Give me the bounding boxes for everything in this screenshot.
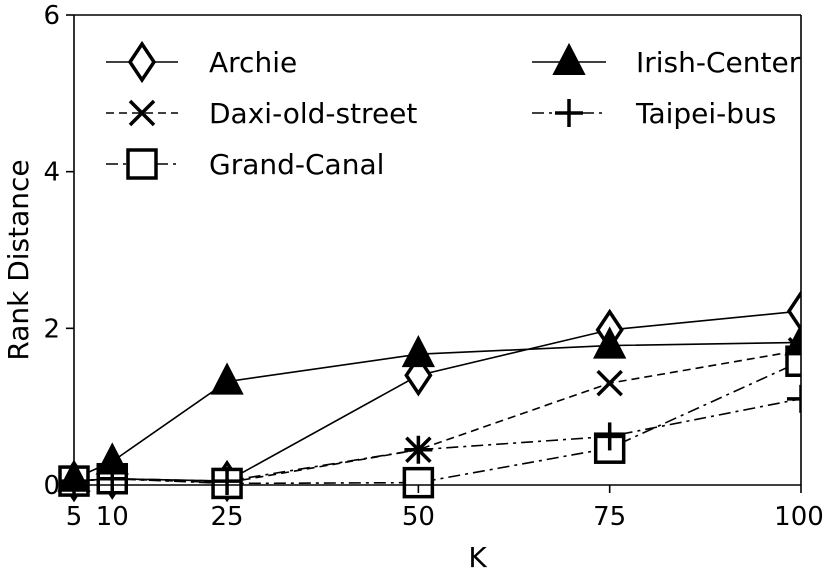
legend-item-archie: Archie bbox=[106, 40, 297, 84]
legend-label: Irish-Center bbox=[636, 46, 801, 79]
x-axis-label: K bbox=[468, 541, 487, 573]
x-tick-label: 25 bbox=[211, 502, 244, 532]
plot-marks bbox=[57, 289, 801, 503]
data-point-irish-center bbox=[593, 326, 627, 359]
data-point-irish-center bbox=[784, 323, 801, 356]
legend-item-daxi-old-street: Daxi-old-street bbox=[106, 97, 417, 130]
legend-label: Archie bbox=[209, 46, 297, 79]
x-tick-label: 100 bbox=[774, 502, 824, 532]
data-point-taipei-bus bbox=[404, 435, 433, 464]
data-point-daxi-old-street bbox=[596, 369, 623, 397]
legend-item-irish-center: Irish-Center bbox=[532, 42, 801, 79]
data-point-irish-center bbox=[210, 362, 244, 395]
y-tick-label: 4 bbox=[43, 158, 60, 188]
y-tick-label: 2 bbox=[43, 314, 60, 344]
data-point-taipei-bus bbox=[787, 384, 801, 413]
x-tick-label: 10 bbox=[96, 502, 129, 532]
legend-item-taipei-bus: Taipei-bus bbox=[532, 97, 776, 130]
x-tick-label: 5 bbox=[66, 502, 83, 532]
legend-label: Taipei-bus bbox=[635, 97, 776, 130]
series-line-grand-canal bbox=[73, 360, 801, 485]
legend-marker bbox=[126, 148, 158, 180]
data-point-grand-canal bbox=[402, 466, 435, 499]
data-point-irish-center bbox=[401, 335, 436, 368]
legend-marker bbox=[552, 42, 586, 75]
y-tick-label: 6 bbox=[43, 1, 60, 31]
data-point-taipei-bus bbox=[595, 422, 624, 451]
legend-item-grand-canal: Grand-Canal bbox=[106, 148, 384, 181]
legend-marker bbox=[127, 40, 157, 84]
series-line-archie bbox=[73, 310, 801, 482]
legend-label: Grand-Canal bbox=[209, 148, 384, 181]
y-tick-label: 0 bbox=[43, 471, 60, 501]
y-axis-label: Rank Distance bbox=[2, 159, 35, 360]
x-tick-label: 75 bbox=[593, 502, 626, 532]
legend-label: Daxi-old-street bbox=[209, 97, 417, 130]
data-point-archie bbox=[786, 289, 801, 333]
legend-marker bbox=[128, 99, 156, 127]
legend-marker bbox=[555, 99, 583, 127]
x-tick-label: 50 bbox=[402, 502, 435, 532]
